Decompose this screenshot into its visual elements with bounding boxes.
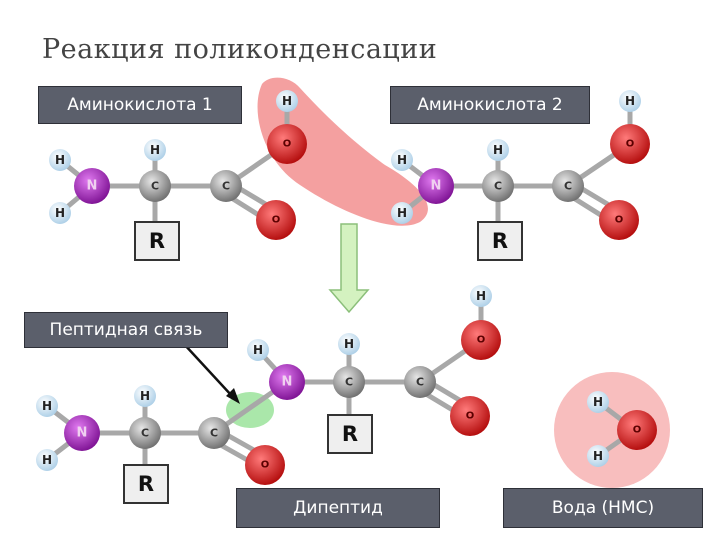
amino-acid-1-atoms: H H N H C C O H O [49, 90, 307, 240]
radical-dipeptide-1: R [123, 464, 169, 504]
hydrogen-atom: H [144, 139, 166, 161]
carbon-atom: C [552, 170, 584, 202]
radical-dipeptide-2: R [327, 414, 373, 454]
hydrogen-atom: H [391, 202, 413, 224]
carbon-atom: C [198, 417, 230, 449]
svg-text:H: H [625, 94, 635, 108]
svg-text:O: O [466, 411, 475, 422]
hydrogen-atom: H [276, 90, 298, 112]
dipeptide-atoms: H H N H C C O H N H C C O H O [36, 285, 501, 485]
hydrogen-atom: H [619, 90, 641, 112]
svg-text:N: N [87, 179, 98, 194]
svg-text:C: C [564, 180, 572, 193]
peptide-pointer-line [183, 343, 233, 397]
svg-text:H: H [150, 143, 160, 157]
svg-text:H: H [140, 389, 150, 403]
svg-text:H: H [55, 153, 65, 167]
svg-text:H: H [282, 94, 292, 108]
svg-text:H: H [593, 449, 603, 463]
hydrogen-atom: H [391, 149, 413, 171]
svg-text:O: O [615, 215, 624, 226]
oxygen-atom: O [599, 200, 639, 240]
carbon-atom: C [129, 417, 161, 449]
svg-text:H: H [42, 453, 52, 467]
amino-acid-1-label: Аминокислота 1 [38, 86, 242, 124]
carbon-atom: C [210, 170, 242, 202]
svg-text:C: C [345, 376, 353, 389]
svg-text:R: R [342, 422, 358, 446]
radical-aa1: R [134, 221, 180, 261]
peptide-bond-label: Пептидная связь [24, 312, 228, 348]
amino-acid-2-atoms: H H N H C C O H O [391, 90, 650, 240]
svg-text:O: O [633, 425, 642, 436]
svg-text:H: H [397, 206, 407, 220]
svg-text:C: C [141, 427, 149, 440]
page-title: Реакция поликонденсации [42, 34, 438, 65]
svg-text:H: H [397, 153, 407, 167]
oxygen-atom: O [245, 445, 285, 485]
svg-text:N: N [431, 179, 442, 194]
nitrogen-atom: N [74, 168, 110, 204]
svg-text:R: R [149, 229, 165, 253]
water-removal-highlight [257, 77, 428, 226]
hydrogen-atom: H [587, 391, 609, 413]
oxygen-atom: O [256, 200, 296, 240]
radical-aa2: R [477, 221, 523, 261]
hydrogen-atom: H [587, 445, 609, 467]
svg-text:O: O [272, 215, 281, 226]
svg-text:C: C [494, 180, 502, 193]
radical-groups: R R R R [123, 221, 523, 504]
svg-text:C: C [210, 427, 218, 440]
reaction-arrow [328, 223, 370, 314]
water-label: Вода (НМС) [503, 488, 703, 528]
amino-acid-2-label: Аминокислота 2 [390, 86, 590, 124]
water-atoms: H H O [587, 391, 657, 467]
water-highlight [554, 372, 670, 488]
svg-text:R: R [138, 472, 154, 496]
oxygen-atom: O [450, 396, 490, 436]
oxygen-atom: O [617, 410, 657, 450]
svg-text:O: O [261, 460, 270, 471]
hydrogen-atom: H [470, 285, 492, 307]
svg-text:O: O [477, 335, 486, 346]
nitrogen-atom: N [418, 168, 454, 204]
nitrogen-atom: N [64, 415, 100, 451]
carbon-atom: C [482, 170, 514, 202]
carbon-atom: C [333, 366, 365, 398]
svg-text:O: O [283, 139, 292, 150]
svg-text:C: C [416, 376, 424, 389]
svg-text:C: C [222, 180, 230, 193]
oxygen-atom: O [267, 124, 307, 164]
svg-text:H: H [55, 206, 65, 220]
carbon-atom: C [139, 170, 171, 202]
carbon-atom: C [404, 366, 436, 398]
hydrogen-atom: H [49, 149, 71, 171]
nitrogen-atom: N [269, 364, 305, 400]
hydrogen-atom: H [36, 449, 58, 471]
svg-text:H: H [493, 143, 503, 157]
svg-text:H: H [476, 289, 486, 303]
svg-text:H: H [344, 337, 354, 351]
dipeptide-label: Дипептид [236, 488, 440, 528]
hydrogen-atom: H [338, 333, 360, 355]
svg-text:N: N [77, 426, 88, 441]
hydrogen-atom: H [247, 339, 269, 361]
svg-text:R: R [492, 229, 508, 253]
oxygen-atom: O [461, 320, 501, 360]
hydrogen-atom: H [49, 202, 71, 224]
hydrogen-atom: H [36, 395, 58, 417]
svg-text:H: H [593, 395, 603, 409]
svg-text:H: H [42, 399, 52, 413]
svg-text:H: H [253, 343, 263, 357]
svg-text:N: N [282, 375, 293, 390]
oxygen-atom: O [610, 124, 650, 164]
svg-text:O: O [626, 139, 635, 150]
hydrogen-atom: H [134, 385, 156, 407]
hydrogen-atom: H [487, 139, 509, 161]
svg-text:C: C [151, 180, 159, 193]
peptide-pointer-head [226, 388, 240, 404]
